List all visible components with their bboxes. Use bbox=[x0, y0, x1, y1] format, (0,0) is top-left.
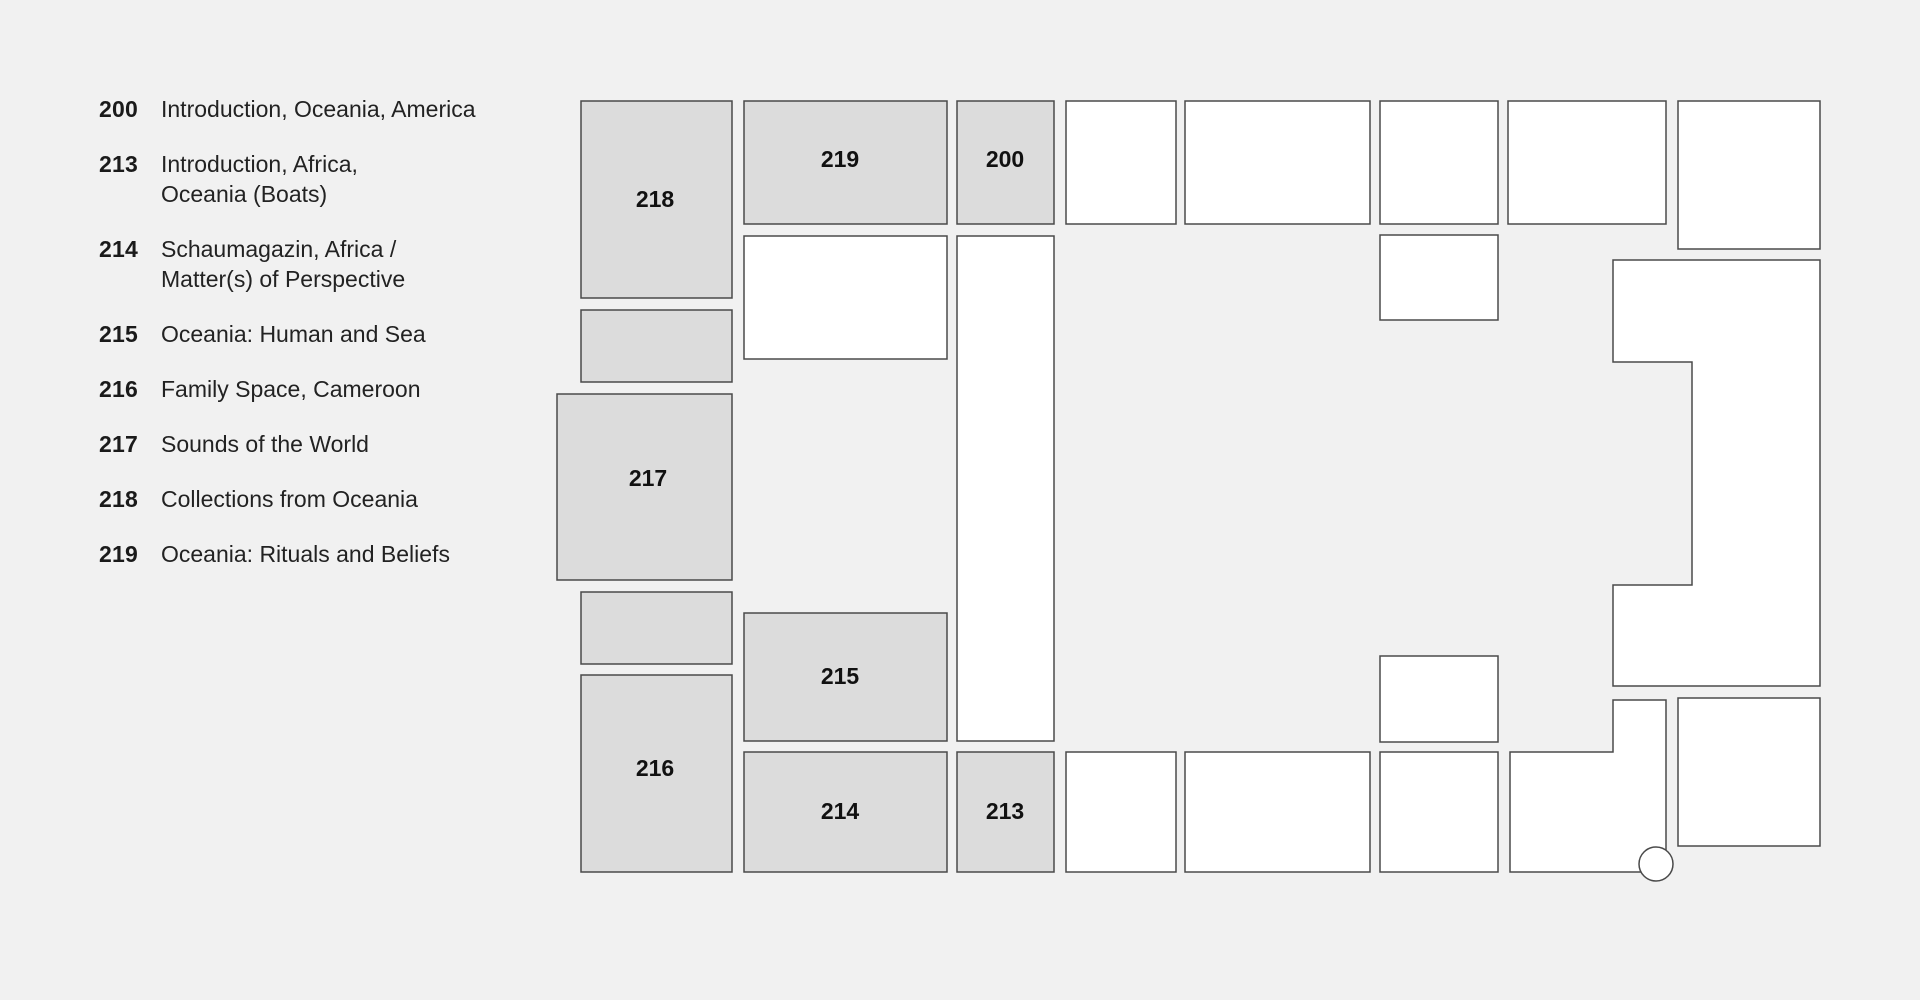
room-unlabeled bbox=[1379, 234, 1499, 321]
room-214[interactable] bbox=[743, 751, 948, 873]
legend-room-name: Introduction, Oceania, America bbox=[161, 96, 476, 122]
room-unlabeled bbox=[1065, 100, 1177, 225]
room-unlabeled bbox=[1677, 697, 1821, 847]
room-216[interactable] bbox=[580, 674, 733, 873]
corridor-segment bbox=[580, 309, 733, 383]
room-label-219: 219 bbox=[821, 146, 859, 172]
room-label-217: 217 bbox=[629, 465, 667, 491]
room-label-216: 216 bbox=[636, 755, 674, 781]
legend-item: 215 Oceania: Human and Sea bbox=[99, 319, 519, 349]
legend-item: 200 Introduction, Oceania, America bbox=[99, 94, 519, 124]
legend-room-number: 217 bbox=[99, 431, 138, 457]
room-unlabeled bbox=[743, 235, 948, 360]
room-unlabeled bbox=[1612, 259, 1821, 687]
room-213[interactable] bbox=[956, 751, 1055, 873]
room-label-214: 214 bbox=[821, 798, 860, 824]
legend-room-number: 219 bbox=[99, 541, 138, 567]
room-unlabeled bbox=[1379, 655, 1499, 743]
room-legend: 200 Introduction, Oceania, America 213 I… bbox=[99, 94, 519, 594]
legend-room-name: Oceania: Human and Sea bbox=[161, 321, 426, 347]
room-unlabeled bbox=[1509, 699, 1667, 873]
legend-room-number: 216 bbox=[99, 376, 138, 402]
room-200[interactable] bbox=[956, 100, 1055, 225]
room-label-200: 200 bbox=[986, 146, 1024, 172]
legend-room-name: Collections from Oceania bbox=[161, 486, 418, 512]
room-unlabeled bbox=[1379, 751, 1499, 873]
room-unlabeled bbox=[1379, 100, 1499, 225]
room-labels: 218 219 200 217 215 216 214 213 bbox=[629, 146, 1024, 824]
room-218[interactable] bbox=[580, 100, 733, 299]
room-label-215: 215 bbox=[821, 663, 860, 689]
room-unlabeled bbox=[1184, 100, 1371, 225]
legend-item: 219 Oceania: Rituals and Beliefs bbox=[99, 539, 519, 569]
stair-turret bbox=[1638, 846, 1674, 882]
legend-item: 213 Introduction, Africa, Oceania (Boats… bbox=[99, 149, 519, 209]
legend-item: 217 Sounds of the World bbox=[99, 429, 519, 459]
corridor-segment bbox=[580, 591, 733, 665]
legend-room-number: 214 bbox=[99, 236, 138, 262]
room-label-213: 213 bbox=[986, 798, 1024, 824]
room-label-218: 218 bbox=[636, 186, 675, 212]
room-217[interactable] bbox=[556, 393, 733, 581]
corridor-center bbox=[956, 235, 1055, 742]
legend-item: 218 Collections from Oceania bbox=[99, 484, 519, 514]
legend-room-number: 213 bbox=[99, 151, 138, 177]
legend-item: 216 Family Space, Cameroon bbox=[99, 374, 519, 404]
legend-room-name: Introduction, Africa, Oceania (Boats) bbox=[161, 151, 358, 207]
legend-room-number: 200 bbox=[99, 96, 138, 122]
room-unlabeled bbox=[1184, 751, 1371, 873]
legend-room-number: 215 bbox=[99, 321, 138, 347]
legend-item: 214 Schaumagazin, Africa / Matter(s) of … bbox=[99, 234, 519, 294]
legend-room-name: Family Space, Cameroon bbox=[161, 376, 421, 402]
room-unlabeled bbox=[1677, 100, 1821, 250]
legend-room-name: Oceania: Rituals and Beliefs bbox=[161, 541, 450, 567]
legend-room-number: 218 bbox=[99, 486, 138, 512]
room-215[interactable] bbox=[743, 612, 948, 742]
legend-room-name: Schaumagazin, Africa / Matter(s) of Pers… bbox=[161, 236, 406, 292]
highlighted-rooms bbox=[556, 100, 1055, 873]
room-unlabeled bbox=[1507, 100, 1667, 225]
other-rooms bbox=[743, 100, 1821, 882]
room-unlabeled bbox=[1065, 751, 1177, 873]
room-219[interactable] bbox=[743, 100, 948, 225]
legend-room-name: Sounds of the World bbox=[161, 431, 369, 457]
